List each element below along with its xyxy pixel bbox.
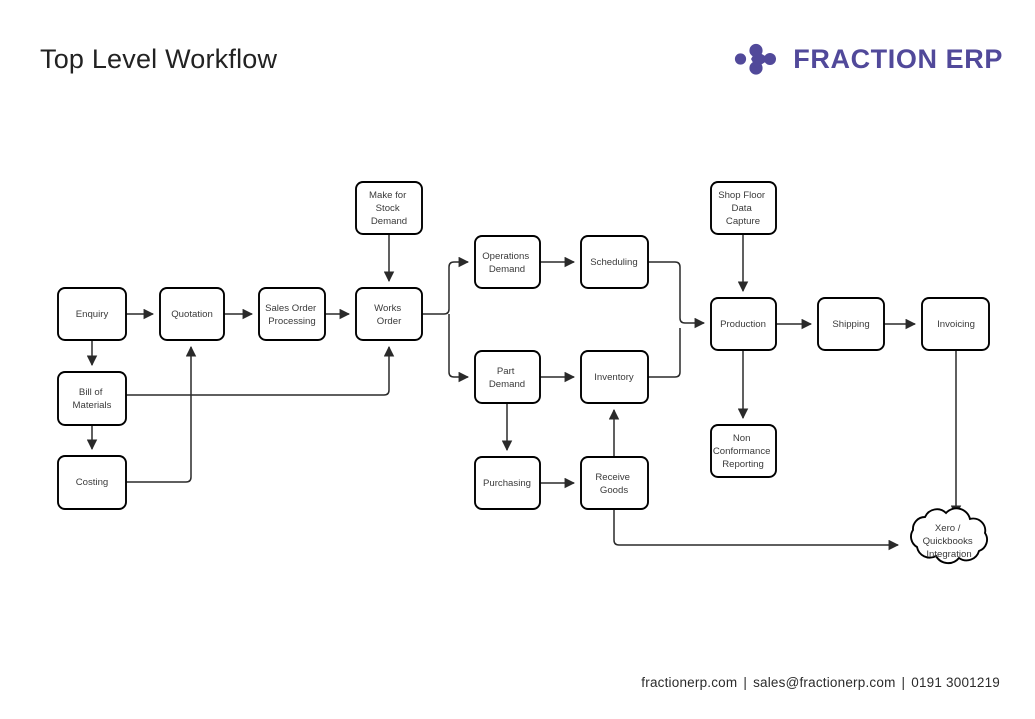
node-inventory-label: Inventory xyxy=(594,372,634,383)
node-quotation-shape[interactable] xyxy=(159,287,225,341)
node-enquiry[interactable]: Enquiry xyxy=(57,287,127,341)
node-invoicing-shape[interactable] xyxy=(921,297,990,351)
node-receive-goods-shape[interactable] xyxy=(580,456,649,510)
edge-inventory-production xyxy=(648,328,681,378)
node-layer: Enquiry Quotation Sales Order Processing xyxy=(57,181,990,565)
node-shipping-label: Shipping xyxy=(832,319,869,330)
edge-scheduling-production xyxy=(648,261,706,329)
node-make-for-stock-demand-shape[interactable] xyxy=(355,181,423,235)
node-scheduling-label: Scheduling xyxy=(590,257,637,268)
page-title: Top Level Workflow xyxy=(40,44,278,74)
node-purchasing-label: Purchasing xyxy=(483,478,531,489)
node-receive-goods[interactable]: Receive Goods xyxy=(580,456,649,510)
node-shipping[interactable]: Shipping xyxy=(817,297,885,351)
node-costing-label: Costing xyxy=(76,477,109,488)
node-production-label: Production xyxy=(720,319,766,330)
edge-costing-quotation xyxy=(126,345,197,483)
node-enquiry-shape[interactable] xyxy=(57,287,127,341)
node-inventory-shape[interactable] xyxy=(580,350,649,404)
footer-phone: 0191 3001219 xyxy=(911,675,1000,690)
node-receive-goods-label: Receive Goods xyxy=(595,472,632,496)
node-works-order-label: Works Order xyxy=(374,303,404,327)
node-enquiry-label: Enquiry xyxy=(76,309,109,320)
node-invoicing[interactable]: Invoicing xyxy=(921,297,990,351)
node-sales-order-processing-label: Sales Order Processing xyxy=(265,303,319,327)
node-works-order[interactable]: Works Order xyxy=(355,287,423,341)
node-non-conformance-reporting[interactable]: Non Conformance Reporting xyxy=(710,424,777,478)
node-invoicing-label: Invoicing xyxy=(937,319,975,330)
node-sales-order-processing-shape[interactable] xyxy=(258,287,326,341)
node-make-for-stock-demand[interactable]: Make for Stock Demand xyxy=(355,181,423,235)
edge-layer xyxy=(86,234,962,551)
node-scheduling-shape[interactable] xyxy=(580,235,649,289)
footer-website[interactable]: fractionerp.com xyxy=(641,675,738,690)
node-part-demand-label: Part Demand xyxy=(489,366,525,390)
edge-bill-of-materials-works-order xyxy=(126,345,395,396)
edge-works-order-operations-demand xyxy=(422,256,470,315)
node-sales-order-processing[interactable]: Sales Order Processing xyxy=(258,287,326,341)
node-quotation[interactable]: Quotation xyxy=(159,287,225,341)
node-purchasing[interactable]: Purchasing xyxy=(474,456,541,510)
node-cluster-icon xyxy=(735,43,777,75)
edge-works-order-part-demand xyxy=(448,314,470,383)
edge-receive-goods-xero-cloud xyxy=(613,509,900,551)
node-xero-quickbooks-integration-label: Xero / Quickbooks Integration xyxy=(923,523,976,560)
brand-name: FRACTION ERP xyxy=(793,43,1003,74)
footer-separator-1: | xyxy=(743,675,748,690)
footer-email[interactable]: sales@fractionerp.com xyxy=(753,675,896,690)
node-xero-quickbooks-integration[interactable]: Xero / Quickbooks Integration xyxy=(910,507,988,565)
cloud-shape-icon[interactable] xyxy=(910,507,988,565)
footer-separator-2: | xyxy=(901,675,906,690)
node-costing[interactable]: Costing xyxy=(57,455,127,510)
node-operations-demand-label: Operations Demand xyxy=(482,251,532,275)
node-shop-floor-data-capture-label: Shop Floor Data Capture xyxy=(718,190,768,227)
node-bill-of-materials-shape[interactable] xyxy=(57,371,127,426)
node-costing-shape[interactable] xyxy=(57,455,127,510)
node-make-for-stock-demand-label: Make for Stock Demand xyxy=(369,190,409,227)
node-non-conformance-reporting-shape[interactable] xyxy=(710,424,777,478)
node-bill-of-materials[interactable]: Bill of Materials xyxy=(57,371,127,426)
node-bill-of-materials-label: Bill of Materials xyxy=(73,387,112,411)
node-scheduling[interactable]: Scheduling xyxy=(580,235,649,289)
node-quotation-label: Quotation xyxy=(171,309,213,320)
footer-contact: fractionerp.com | sales@fractionerp.com | 01… xyxy=(641,675,1000,690)
node-part-demand-shape[interactable] xyxy=(474,350,541,404)
node-purchasing-shape[interactable] xyxy=(474,456,541,510)
node-non-conformance-reporting-label: Non Conformance Reporting xyxy=(713,433,773,470)
node-shipping-shape[interactable] xyxy=(817,297,885,351)
node-operations-demand-shape[interactable] xyxy=(474,235,541,289)
node-operations-demand[interactable]: Operations Demand xyxy=(474,235,541,289)
node-inventory[interactable]: Inventory xyxy=(580,350,649,404)
node-shop-floor-data-capture[interactable]: Shop Floor Data Capture xyxy=(710,181,777,235)
node-works-order-shape[interactable] xyxy=(355,287,423,341)
node-part-demand[interactable]: Part Demand xyxy=(474,350,541,404)
brand-logo: FRACTION ERP xyxy=(733,42,1003,76)
node-production[interactable]: Production xyxy=(710,297,777,351)
node-shop-floor-data-capture-shape[interactable] xyxy=(710,181,777,235)
node-production-shape[interactable] xyxy=(710,297,777,351)
